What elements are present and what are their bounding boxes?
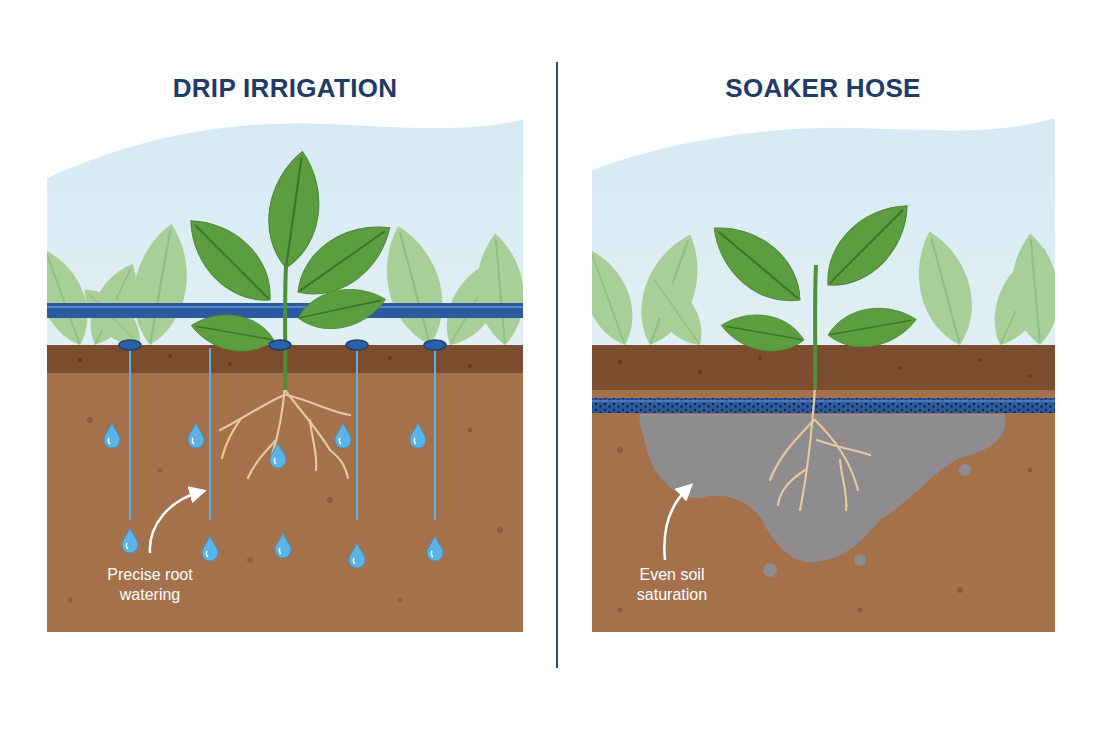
panel-title: DRIP IRRIGATION	[173, 73, 398, 104]
panel-title: SOAKER HOSE	[725, 73, 920, 104]
callout-note: Precise root watering	[91, 565, 209, 605]
callout-note: Even soil saturation	[622, 565, 722, 605]
